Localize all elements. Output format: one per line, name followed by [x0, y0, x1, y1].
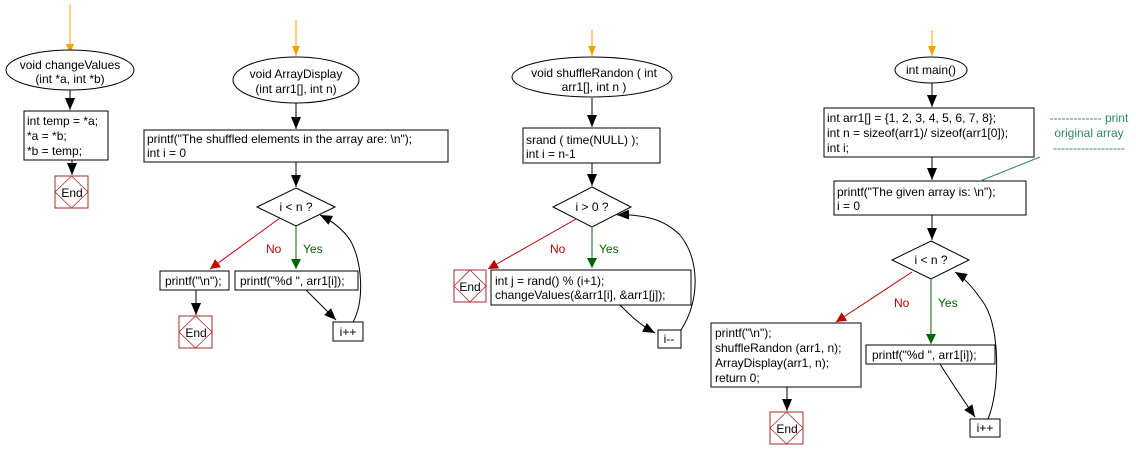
body-box: [23, 110, 109, 161]
yes-label: Yes: [938, 296, 958, 310]
start-line-2: arr1[], int n ): [562, 80, 627, 94]
connector: [619, 304, 656, 334]
no-branch: [835, 271, 913, 323]
condition-label: i < n ?: [279, 200, 312, 214]
end-label: End: [61, 186, 82, 200]
no-branch: [487, 218, 577, 270]
start-line-1: void shuffleRandon ( int: [531, 66, 658, 80]
body-line-1: int temp = *a;: [27, 114, 98, 128]
yes-action-box: [490, 269, 692, 306]
note-connector: [979, 156, 1041, 182]
no-action-line-3: ArrayDisplay(arr1, n);: [715, 356, 829, 370]
init-box: [143, 129, 449, 163]
start-line-1: void ArrayDisplay: [250, 67, 343, 81]
no-label: No: [266, 242, 282, 256]
print-init-box: [833, 180, 1027, 216]
init-box: [823, 107, 1035, 158]
no-label: No: [550, 242, 566, 256]
end-node: End: [178, 315, 213, 349]
loop-back-arrow: [954, 271, 998, 420]
decrement-label: i--: [664, 332, 675, 346]
increment-label: i++: [340, 325, 357, 339]
yes-action-box: [865, 344, 996, 365]
note-line-2: original array: [1054, 126, 1123, 140]
print-init-line-1: printf("The given array is: \n");: [837, 185, 996, 199]
flowchart-shufflerandon: void shuffleRandon ( int arr1[], int n )…: [453, 30, 696, 349]
init-box: [522, 127, 661, 164]
start-node: [894, 56, 968, 84]
connector: [939, 363, 976, 418]
start-label: int main(): [906, 63, 956, 77]
init-line-2: int n = sizeof(arr1)/ sizeof(arr1[0]);: [827, 126, 1008, 140]
body-line-2: *a = *b;: [27, 129, 67, 143]
increment-box: [332, 321, 364, 342]
print-init-line-2: i = 0: [837, 199, 860, 213]
loop-back-arrow: [319, 214, 362, 323]
init-line-1: srand ( time(NULL) );: [526, 133, 639, 147]
note-line-3: ------------------: [1053, 141, 1125, 155]
init-line-2: int i = n-1: [526, 147, 576, 161]
flowchart-main: int main() int arr1[] = {1, 2, 3, 4, 5, …: [710, 30, 1129, 445]
start-line-2: (int arr1[], int n): [255, 82, 336, 96]
start-node: [511, 56, 673, 98]
yes-action-line-1: int j = rand() % (i+1);: [495, 274, 604, 288]
no-action-line-4: return 0;: [715, 371, 760, 385]
no-action-label: printf("\n");: [165, 274, 222, 288]
end-node: End: [54, 175, 89, 209]
decrement-box: [657, 329, 682, 349]
condition-label: i > 0 ?: [575, 200, 608, 214]
end-label: End: [776, 422, 797, 436]
increment-box: [969, 418, 1001, 438]
increment-label: i++: [977, 421, 994, 435]
init-line-3: int i;: [827, 141, 849, 155]
init-line-1: int arr1[] = {1, 2, 3, 4, 5, 6, 7, 8};: [827, 111, 996, 125]
no-label: No: [894, 296, 910, 310]
end-label: End: [459, 280, 480, 294]
init-line-1: printf("The shuffled elements in the arr…: [147, 132, 412, 146]
end-node: End: [453, 269, 487, 303]
start-line-2: (int *a, int *b): [35, 72, 104, 86]
yes-action-line-2: changeValues(&arr1[i], &arr1[j]);: [495, 288, 666, 302]
yes-label: Yes: [599, 242, 619, 256]
connector: [305, 289, 337, 321]
flowchart-changevalues: void changeValues (int *a, int *b) int t…: [5, 4, 135, 209]
start-line-1: void changeValues: [20, 58, 121, 72]
loop-back-arrow: [616, 209, 696, 331]
no-action-box: [159, 270, 230, 291]
yes-action-box: [234, 270, 359, 291]
yes-action-label: printf("%d ", arr1[i]);: [240, 274, 345, 288]
yes-action-label: printf("%d ", arr1[i]);: [872, 348, 977, 362]
yes-label: Yes: [303, 242, 323, 256]
body-line-3: *b = temp;: [27, 144, 82, 158]
condition-label: i < n ?: [914, 253, 947, 267]
no-branch: [209, 217, 281, 270]
flowchart-arraydisplay: void ArrayDisplay (int arr1[], int n) pr…: [143, 20, 449, 349]
no-action-line-2: shuffleRandon (arr1, n);: [715, 341, 842, 355]
end-label: End: [185, 326, 206, 340]
init-line-2: int i = 0: [147, 146, 186, 160]
no-action-box: [710, 322, 862, 388]
end-node: End: [769, 411, 804, 445]
no-action-line-1: printf("\n");: [715, 326, 772, 340]
note-line-1: ------------- print: [1050, 111, 1129, 125]
